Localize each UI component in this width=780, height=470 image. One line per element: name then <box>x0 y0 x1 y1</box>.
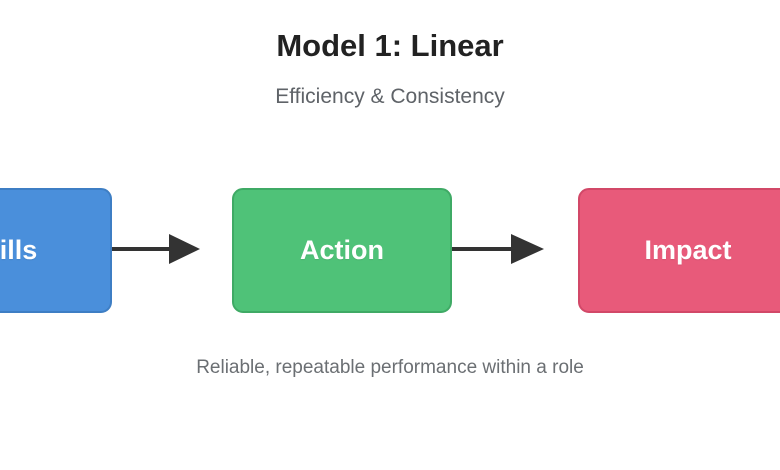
flow-node-impact[interactable]: Impact <box>578 188 780 313</box>
flow-node-action-label: Action <box>300 235 384 265</box>
arrow-right-icon <box>112 234 200 264</box>
flow-node-skills-label: Skills <box>0 235 38 265</box>
flow-arrow-action-to-impact <box>452 228 578 270</box>
flow-node-skills[interactable]: Skills <box>0 188 112 313</box>
diagram-caption: Reliable, repeatable performance within … <box>196 357 584 378</box>
diagram-title: Model 1: Linear <box>276 28 504 63</box>
flow-node-action[interactable]: Action <box>232 188 452 313</box>
arrow-right-icon <box>452 234 544 264</box>
flow-arrow-skills-to-action <box>112 228 232 270</box>
flow-node-impact-label: Impact <box>644 235 732 265</box>
diagram-subtitle: Efficiency & Consistency <box>275 85 505 108</box>
